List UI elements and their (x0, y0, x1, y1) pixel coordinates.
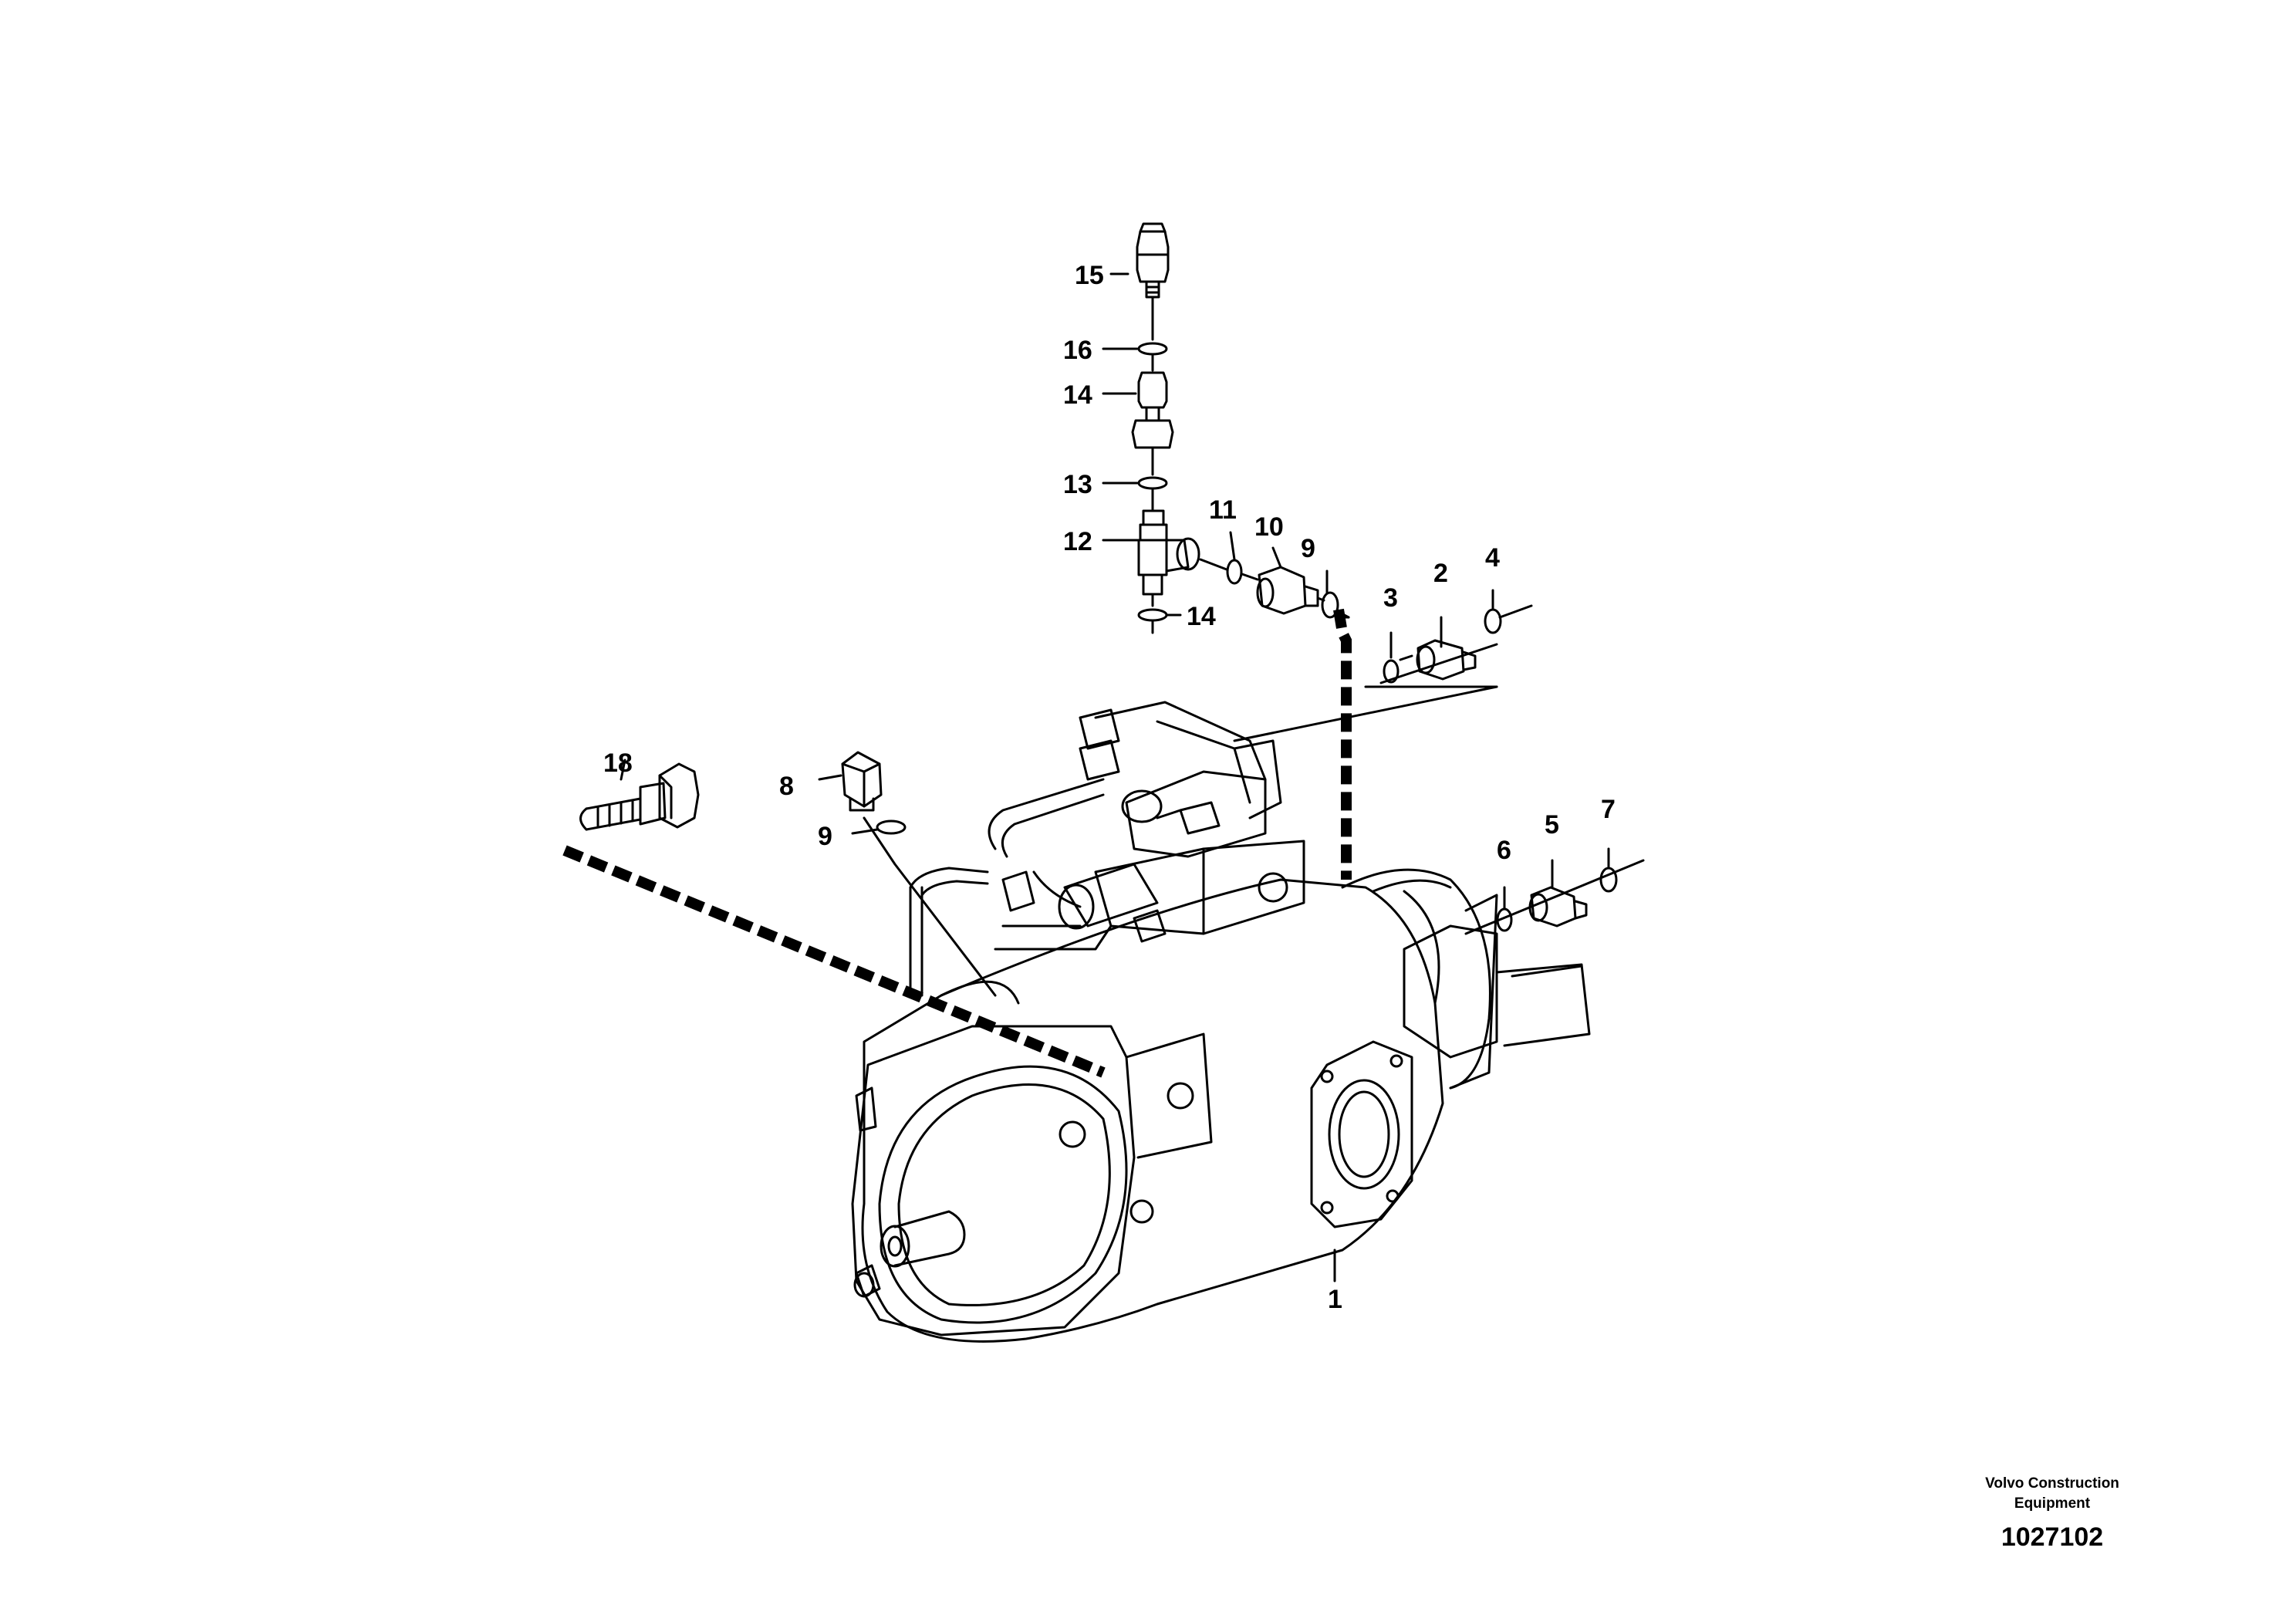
fitting-line-upper (1233, 604, 1533, 742)
callout-15: 14 (1063, 380, 1092, 410)
mounting-bolt (579, 762, 700, 831)
callout-17: 16 (1063, 336, 1092, 365)
drawing-number: 1027102 (2001, 1522, 2104, 1552)
callout-9: 9 (818, 822, 832, 851)
callout-labels: 15 16 14 13 12 14 11 10 9 3 2 4 6 5 7 8 … (603, 261, 1616, 1314)
callout-14-upper: 13 (1063, 470, 1092, 499)
callout-10: 10 (1254, 512, 1284, 542)
company-name-line2: Equipment (2014, 1495, 2091, 1512)
callout-6: 6 (1497, 836, 1511, 865)
callout-5: 5 (1545, 810, 1559, 840)
plug-and-seal (841, 751, 997, 997)
callout-18: 18 (603, 748, 633, 778)
callout-7: 7 (1601, 795, 1616, 824)
callout-2: 2 (1433, 559, 1448, 588)
control-valve-block (909, 701, 1305, 997)
fitting-line-lower (1464, 859, 1645, 935)
fitting-stack-vertical (1131, 222, 1350, 634)
callout-16: 15 (1075, 261, 1104, 290)
callout-12: 11 (1209, 495, 1237, 525)
callout-4: 4 (1485, 543, 1500, 573)
callout-1: 1 (1328, 1285, 1342, 1314)
hydraulic-pump (851, 868, 1591, 1343)
assembly-dashed-lines (562, 608, 1352, 1078)
company-name-line1: Volvo Construction (1985, 1475, 2119, 1492)
callout-3: 3 (1383, 583, 1398, 613)
callout-13: 12 (1063, 527, 1092, 556)
footer-credit: Volvo Construction Equipment 1027102 (1944, 1474, 2160, 1557)
callout-14-lower: 14 (1187, 602, 1216, 631)
callout-8: 8 (779, 772, 794, 801)
callout-11: 9 (1301, 534, 1315, 563)
callout-leaders (620, 272, 1610, 911)
